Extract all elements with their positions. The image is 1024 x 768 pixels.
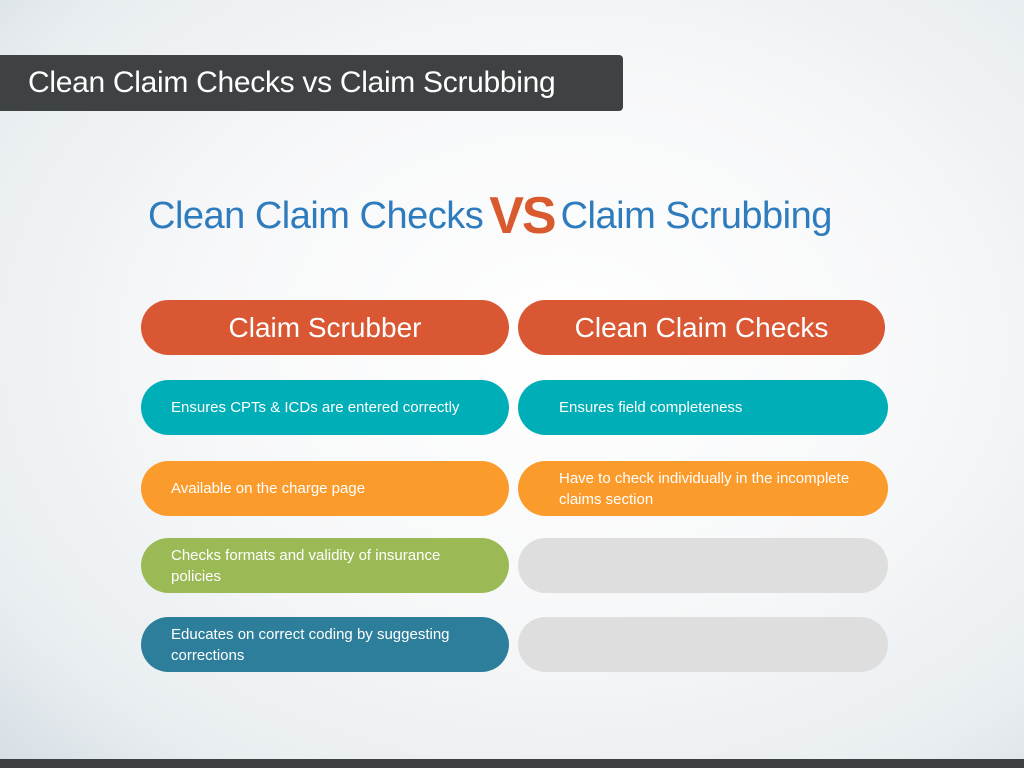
footer-bar bbox=[0, 759, 1024, 768]
right-item-2-text: Have to check individually in the incomp… bbox=[559, 469, 850, 508]
left-item-1-text: Ensures CPTs & ICDs are entered correctl… bbox=[171, 399, 460, 416]
heading-left: Clean Claim Checks bbox=[148, 194, 484, 237]
left-item-4: Educates on correct coding by suggesting… bbox=[141, 617, 509, 672]
slide-title-bar: Clean Claim Checks vs Claim Scrubbing bbox=[0, 55, 623, 111]
left-item-4-text: Educates on correct coding by suggesting… bbox=[171, 625, 450, 664]
heading-vs: VS bbox=[489, 187, 556, 245]
left-item-3: Checks formats and validity of insurance… bbox=[141, 538, 509, 593]
right-item-1-text: Ensures field completeness bbox=[559, 399, 743, 416]
left-item-2: Available on the charge page bbox=[141, 461, 509, 516]
right-item-3-empty bbox=[518, 538, 888, 593]
left-item-1: Ensures CPTs & ICDs are entered correctl… bbox=[141, 380, 509, 435]
left-item-2-text: Available on the charge page bbox=[171, 480, 366, 497]
comparison-heading: Clean Claim Checks VS Claim Scrubbing bbox=[148, 186, 888, 246]
heading-right: Claim Scrubbing bbox=[560, 194, 833, 237]
right-item-1: Ensures field completeness bbox=[518, 380, 888, 435]
left-item-3-text: Checks formats and validity of insurance… bbox=[171, 546, 441, 585]
column-header-clean-claim-checks: Clean Claim Checks bbox=[518, 300, 885, 355]
right-item-2: Have to check individually in the incomp… bbox=[518, 461, 888, 516]
column-header-claim-scrubber: Claim Scrubber bbox=[141, 300, 509, 355]
right-item-4-empty bbox=[518, 617, 888, 672]
